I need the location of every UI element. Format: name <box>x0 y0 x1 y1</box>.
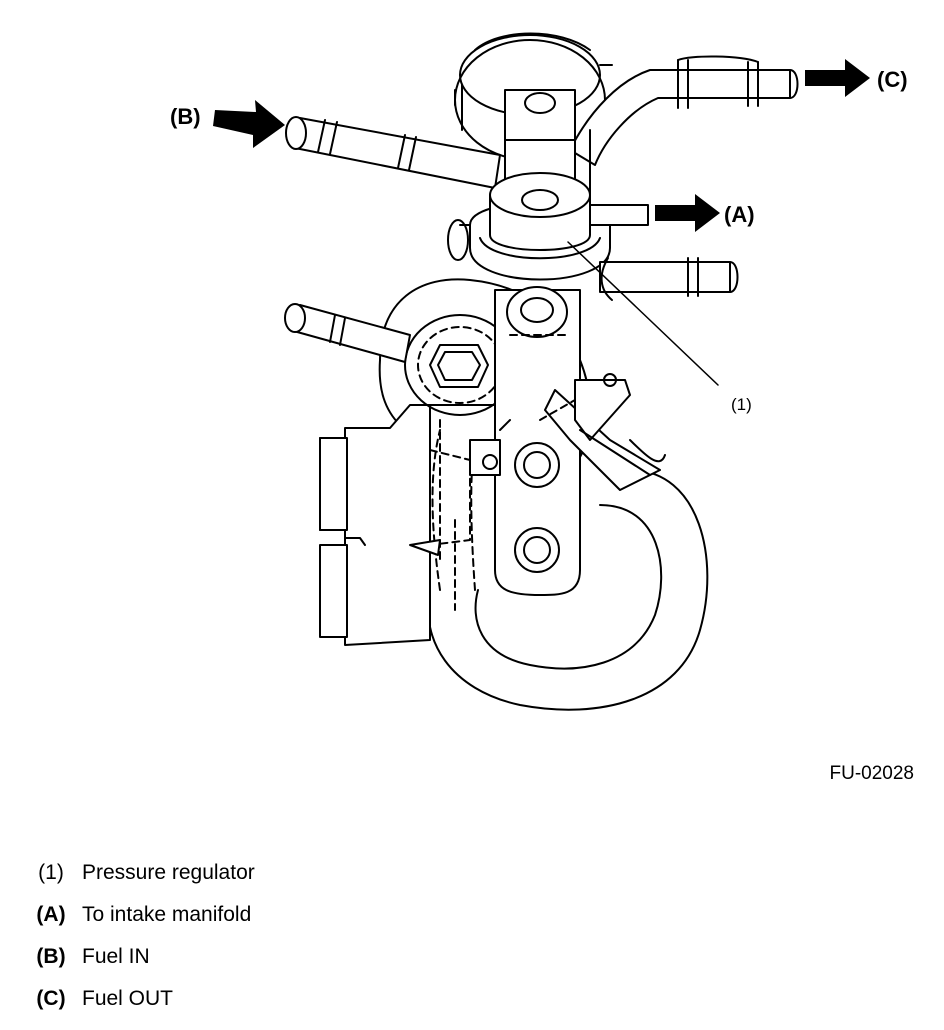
mounting-block <box>319 404 501 646</box>
legend-item: (A) To intake manifold <box>22 894 522 936</box>
rail-port <box>506 286 568 338</box>
callout-a-label: (A) <box>724 202 755 227</box>
fuel-out-pipe <box>569 55 799 166</box>
legend-item: (1) Pressure regulator <box>22 852 522 894</box>
legend-key: (B) <box>36 945 66 968</box>
pressure-regulator <box>447 172 611 281</box>
legend-key: (A) <box>36 903 66 926</box>
legend-item: (B) Fuel IN <box>22 936 522 978</box>
pressure-regulator-diagram: (B) (A) (C) (1) <box>170 32 908 711</box>
legend-key: (C) <box>36 987 66 1010</box>
rail-bracket <box>469 439 501 476</box>
left-nipple <box>284 303 411 363</box>
legend-text: Fuel OUT <box>82 987 174 1010</box>
vacuum-nipple <box>589 204 649 226</box>
arrow-a-icon <box>655 194 720 232</box>
legend-text: Pressure regulator <box>82 861 255 884</box>
return-hose-loop <box>427 429 709 711</box>
legend-key: (1) <box>38 861 64 884</box>
callout-c-label: (C) <box>877 67 908 92</box>
legend-item: (C) Fuel OUT <box>22 978 522 1020</box>
lower-right-pipe <box>599 257 739 301</box>
legend-text: Fuel IN <box>82 945 150 968</box>
mounting-bolt <box>404 314 516 416</box>
figure-code: FU-02028 <box>829 763 915 784</box>
fuel-rail-body <box>494 289 581 596</box>
arrow-c-icon <box>805 59 870 97</box>
arrow-b-icon <box>213 100 285 148</box>
hose-clamp <box>539 373 666 491</box>
callout-1-leader <box>567 241 719 386</box>
callout-1-label: (1) <box>731 395 752 414</box>
callout-b-label: (B) <box>170 104 201 129</box>
legend-text: To intake manifold <box>82 903 252 926</box>
legend: (1) Pressure regulator (A) To intake man… <box>22 852 522 1020</box>
